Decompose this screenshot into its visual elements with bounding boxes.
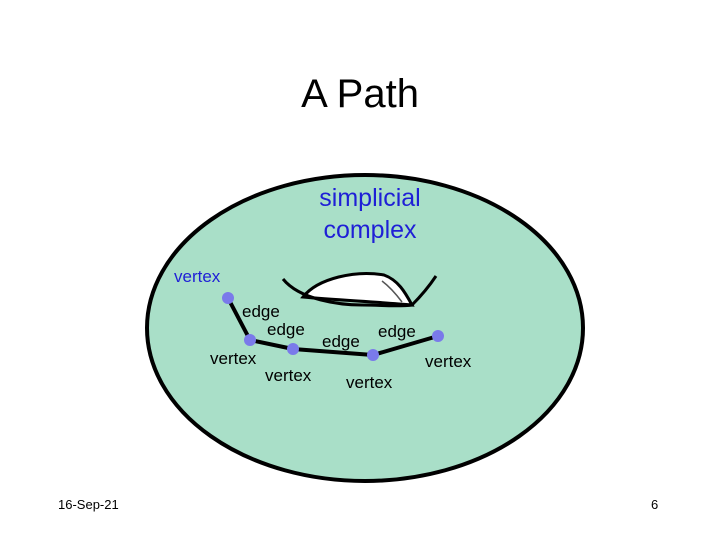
simplicial-complex-shape [145,173,585,483]
simplicial-complex-label-line1: simplicial [319,184,421,212]
edge-label-1: edge [242,302,280,321]
slide-title: A Path [301,72,419,116]
footer-date: 16-Sep-21 [58,497,119,512]
simplicial-complex-label-line2: complex [323,216,417,244]
vertex-point-5 [432,330,444,342]
hole-highlight [381,280,403,303]
vertex-point-2 [244,334,256,346]
edge-label-2: edge [267,320,305,339]
complex-hole [300,272,415,307]
vertex-label-top: vertex [174,267,221,286]
edge-label-4: edge [378,322,416,341]
hole-inner-curve [281,278,414,308]
vertex-label-3: vertex [265,366,312,385]
footer-page-number: 6 [651,497,659,512]
vertex-label-2: vertex [210,349,257,368]
vertex-label-5: vertex [425,352,472,371]
edge-label-3: edge [322,332,360,351]
vertex-point-3 [287,343,299,355]
vertex-label-4: vertex [346,373,393,392]
hole-right-curve [410,275,438,307]
vertex-point-1 [222,292,234,304]
vertex-point-4 [367,349,379,361]
simplicial-complex-label: simplicial complex [290,182,450,246]
